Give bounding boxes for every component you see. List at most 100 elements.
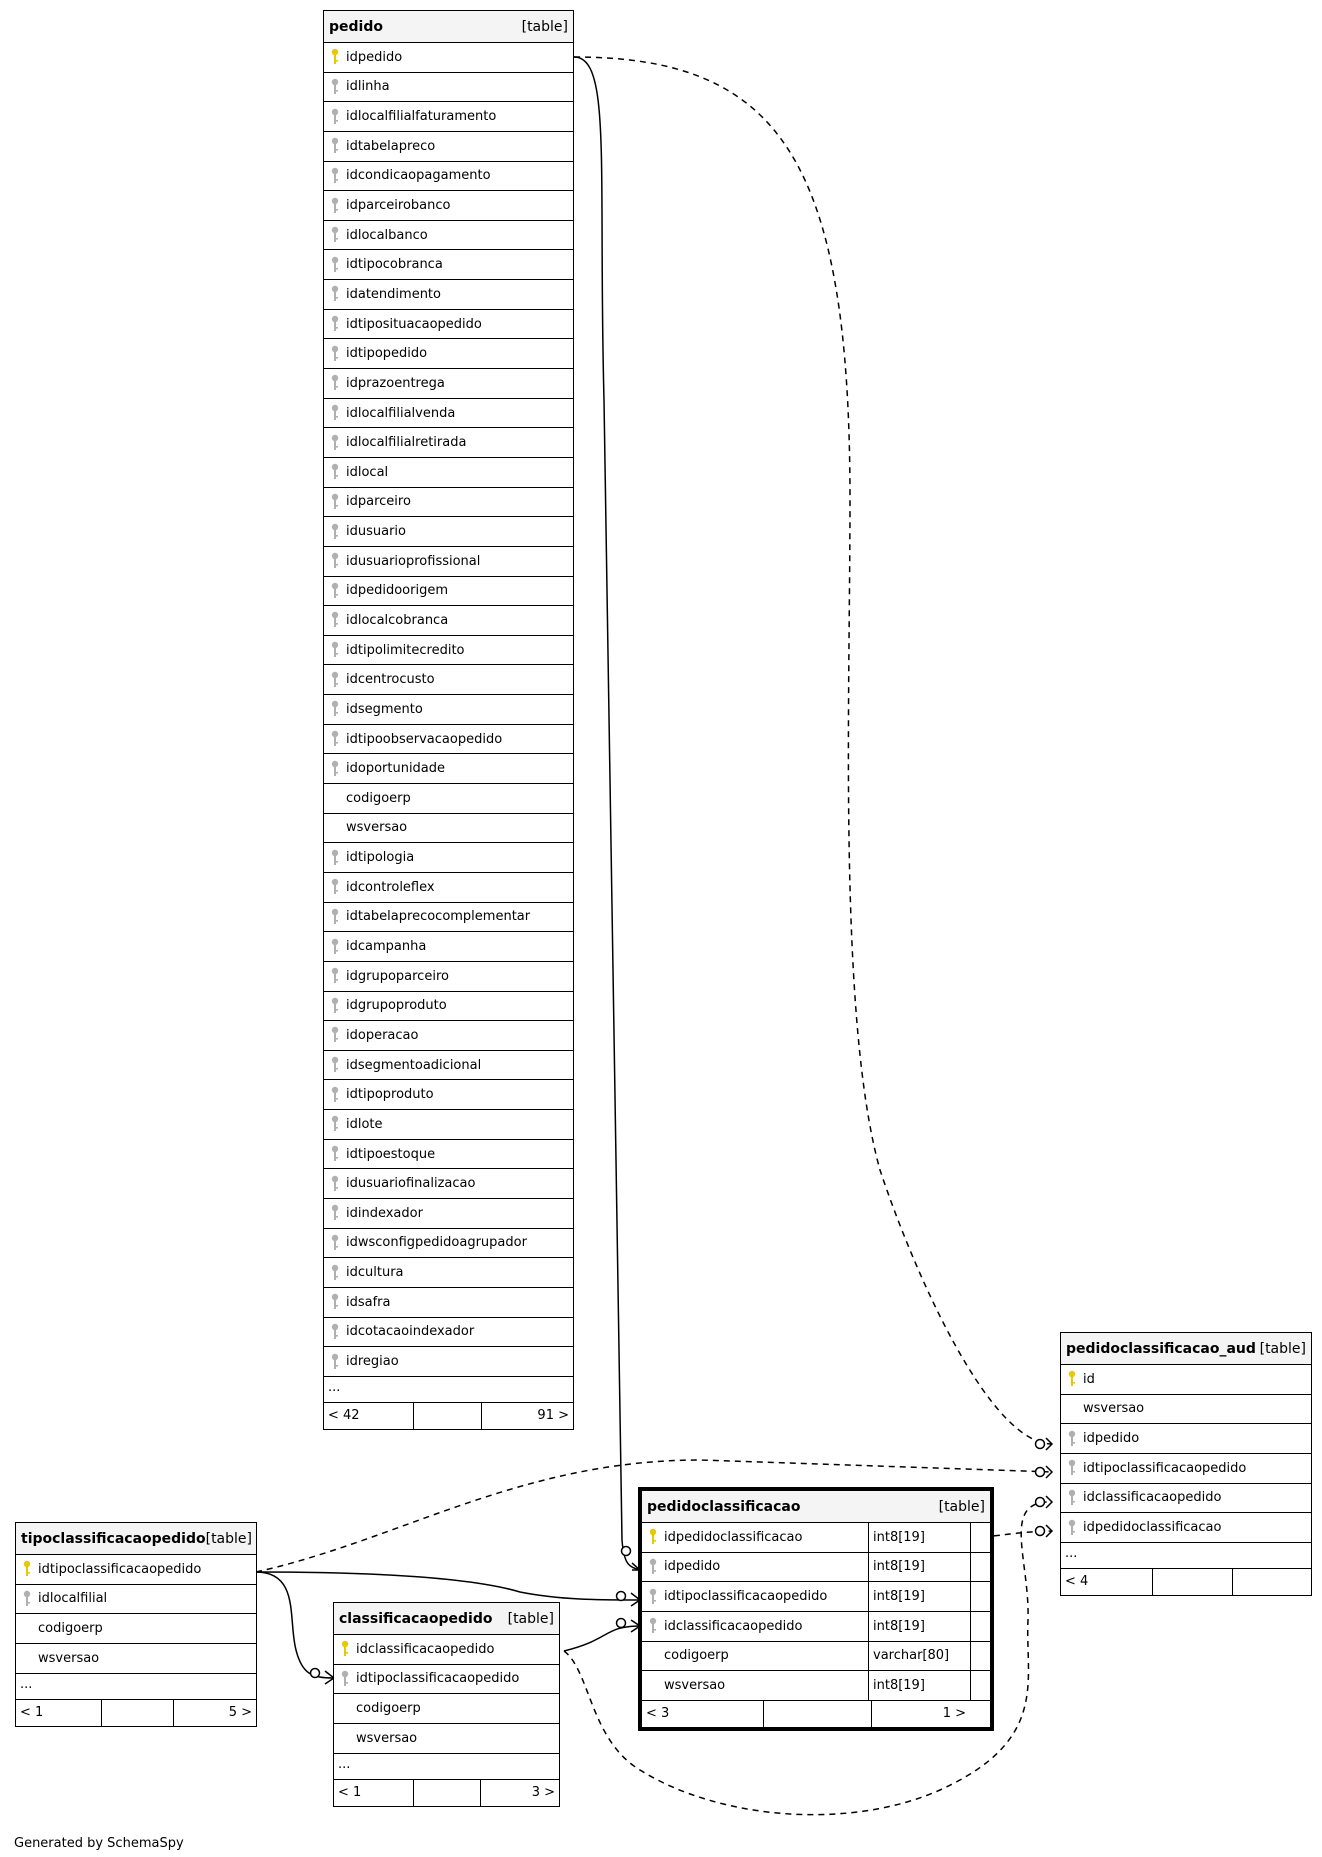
children-count[interactable]: 5 > [228, 1705, 252, 1721]
rel-tipo-pedidoclassificacao [255, 1571, 641, 1601]
column-row[interactable]: idcultura [324, 1258, 573, 1288]
column-row[interactable]: idtipoclassificacaopedido [16, 1555, 256, 1585]
column-name: idtipologia [346, 850, 415, 866]
foreign-key-icon [324, 700, 346, 718]
column-row[interactable]: idusuario [324, 517, 573, 547]
column-row[interactable]: idprazoentrega [324, 369, 573, 399]
column-name: codigoerp [346, 790, 411, 806]
column-row[interactable]: idlocalfilialfaturamento [324, 102, 573, 132]
children-count[interactable]: 3 > [531, 1785, 555, 1801]
column-row[interactable]: idtabelapreco [324, 132, 573, 162]
foreign-key-icon [324, 374, 346, 392]
column-name: idsafra [346, 1294, 391, 1310]
foreign-key-icon [324, 1323, 346, 1341]
column-row[interactable]: idusuarioprofissional [324, 547, 573, 577]
footer-mid [414, 1402, 482, 1429]
foreign-key-icon [642, 1588, 664, 1606]
parents-count[interactable]: < 4 [1061, 1568, 1153, 1595]
column-row[interactable]: idusuariofinalizacao [324, 1169, 573, 1199]
children-count[interactable]: 91 > [537, 1408, 569, 1424]
footer-mid [1153, 1568, 1233, 1595]
parents-count[interactable]: < 42 [324, 1402, 414, 1429]
column-row[interactable]: idparceirobanco [324, 191, 573, 221]
parents-count[interactable]: < 1 [16, 1699, 102, 1726]
column-row[interactable]: idlocalfilialvenda [324, 399, 573, 429]
column-row[interactable]: idtipolimitecredito [324, 636, 573, 666]
column-row[interactable]: idpedidoclassificacao [1061, 1513, 1311, 1543]
column-row[interactable]: idtipoclassificacaopedido [1061, 1454, 1311, 1484]
column-row[interactable]: idgrupoparceiro [324, 962, 573, 992]
column-name: idlocalfilialfaturamento [346, 109, 497, 125]
column-row[interactable]: idlinha [324, 73, 573, 103]
column-row[interactable]: idtipologia [324, 843, 573, 873]
column-row[interactable]: id [1061, 1365, 1311, 1395]
column-row[interactable]: idoperacao [324, 1021, 573, 1051]
column-row[interactable]: idtiposituacaopedido [324, 310, 573, 340]
column-row[interactable]: idatendimento [324, 280, 573, 310]
column-row[interactable]: idcentrocusto [324, 665, 573, 696]
column-row[interactable]: codigoerp [16, 1614, 256, 1644]
column-name: idwsconfigpedidoagrupador [346, 1235, 527, 1251]
column-name: idparceiro [346, 494, 411, 510]
column-row[interactable]: idpedido [324, 43, 573, 73]
column-row[interactable]: idtipoestoque [324, 1140, 573, 1170]
column-row[interactable]: idlocal [324, 458, 573, 488]
column-row[interactable]: idcondicaopagamento [324, 162, 573, 192]
column-row[interactable]: idcampanha [324, 932, 573, 962]
table-footer: < 1 3 > [334, 1779, 559, 1806]
column-row[interactable]: idwsconfigpedidoagrupador [324, 1229, 573, 1259]
column-row[interactable]: idindexador [324, 1199, 573, 1229]
column-row[interactable]: idtipoobservacaopedido [324, 725, 573, 755]
table-pedidoclassificacao[interactable]: pedidoclassificacao [table] idpedidoclas… [638, 1487, 994, 1731]
column-row[interactable]: idlocalfilial [16, 1585, 256, 1615]
column-row[interactable]: idpedidoorigem [324, 577, 573, 607]
column-row[interactable]: idsafra [324, 1288, 573, 1318]
column-row[interactable]: idtipoclassificacaopedido [334, 1665, 559, 1695]
column-row[interactable]: idcotacaoindexador [324, 1318, 573, 1348]
column-row[interactable]: idtabelaprecocomplementar [324, 903, 573, 933]
column-name: wsversao [356, 1730, 418, 1746]
table-tipoclassificacaopedido[interactable]: tipoclassificacaopedido [table] idtipocl… [15, 1522, 257, 1727]
column-row[interactable]: idlocalcobranca [324, 606, 573, 636]
column-row[interactable]: idtipocobranca [324, 250, 573, 281]
column-row[interactable]: idclassificacaopedido [334, 1635, 559, 1665]
column-row[interactable]: wsversao [1061, 1395, 1311, 1425]
column-row[interactable]: idtipoproduto [324, 1080, 573, 1111]
column-row[interactable]: idsegmentoadicional [324, 1051, 573, 1081]
column-row[interactable]: idclassificacaopedido [1061, 1484, 1311, 1514]
table-classificacaopedido[interactable]: classificacaopedido [table] idclassifica… [333, 1602, 560, 1807]
parents-count[interactable]: < 1 [334, 1779, 414, 1806]
foreign-key-icon [1061, 1430, 1083, 1448]
column-name: codigoerp [664, 1648, 729, 1664]
column-name: idlinha [346, 79, 390, 95]
column-row[interactable]: idsegmento [324, 695, 573, 725]
column-row[interactable]: idparceiro [324, 488, 573, 518]
column-row[interactable]: idpedido [1061, 1424, 1311, 1454]
children-count[interactable] [1233, 1569, 1311, 1595]
children-count[interactable]: 1 > [942, 1706, 966, 1722]
column-row[interactable]: wsversao [324, 814, 573, 844]
column-row[interactable]: codigoerp [324, 784, 573, 814]
column-row[interactable]: wsversao [334, 1724, 559, 1754]
column-name: idtabelaprecocomplementar [346, 909, 531, 925]
column-row[interactable]: idcontroleflex [324, 873, 573, 903]
column-row[interactable]: idlocalfilialretirada [324, 428, 573, 458]
column-row[interactable]: idregiao [324, 1347, 573, 1377]
column-row[interactable]: wsversao [16, 1644, 256, 1674]
column-row[interactable]: idlocalbanco [324, 221, 573, 251]
column-row[interactable]: idoportunidade [324, 754, 573, 785]
column-row[interactable]: idlote [324, 1110, 573, 1140]
column-row[interactable]: codigoerp [334, 1694, 559, 1724]
parents-count[interactable]: < 3 [642, 1700, 764, 1727]
foreign-key-icon [324, 878, 346, 896]
column-row[interactable]: idtipopedido [324, 339, 573, 370]
column-row[interactable]: idgrupoproduto [324, 992, 573, 1022]
